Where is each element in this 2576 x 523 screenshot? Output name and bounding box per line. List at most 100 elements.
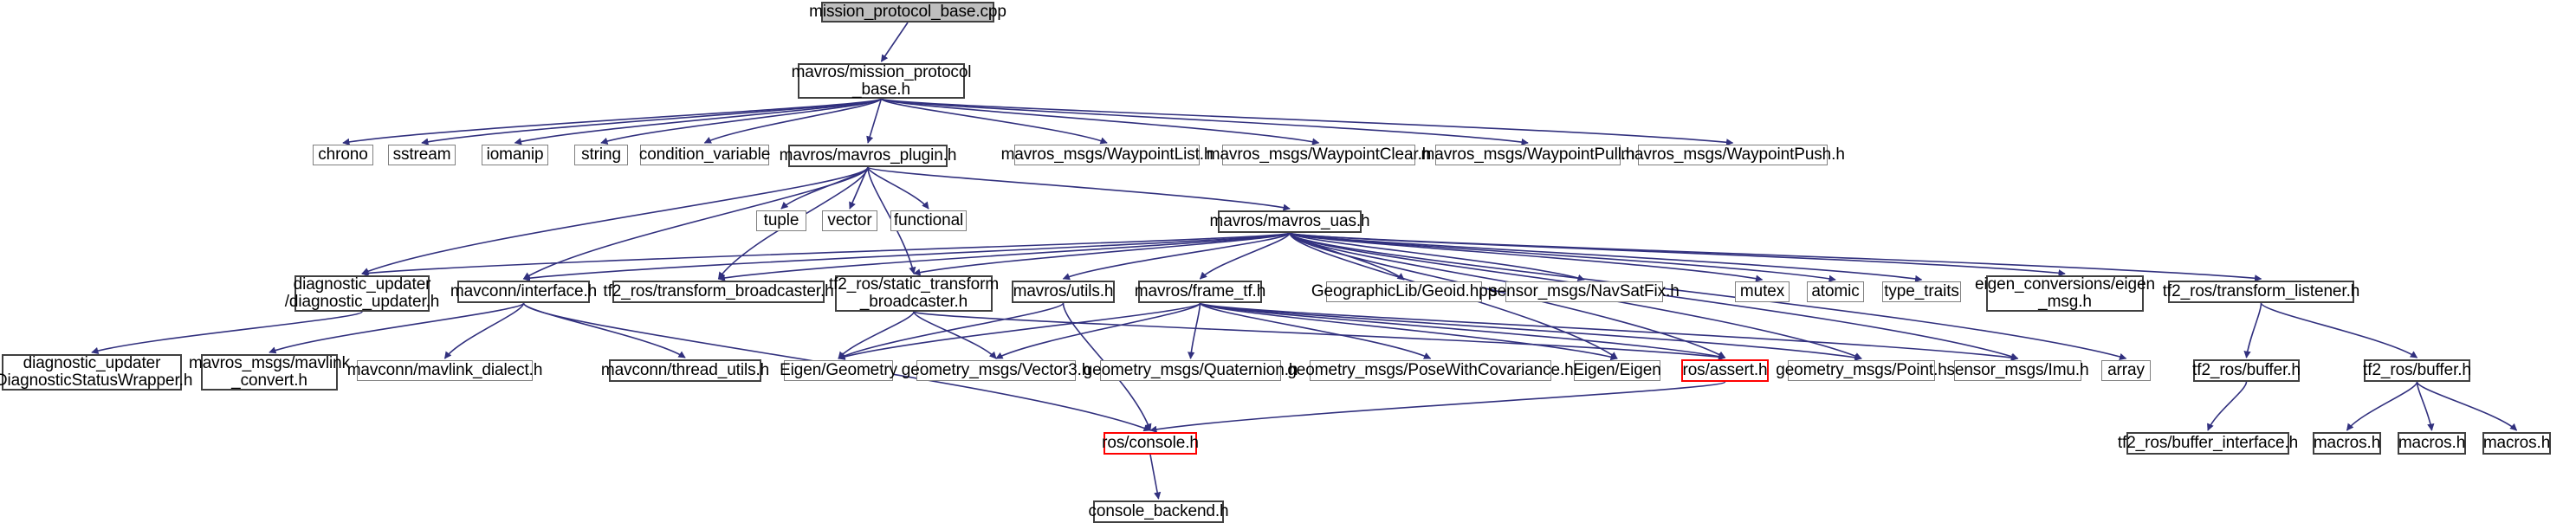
graph-edge — [880, 22, 909, 62]
graph-edge — [866, 98, 883, 144]
graph-node[interactable]: diagnostic_updater /DiagnosticStatusWrap… — [0, 354, 192, 391]
graph-node-label: tf2_ros/static_transform _broadcaster.h — [828, 275, 1000, 311]
graph-node[interactable]: vector — [822, 210, 877, 231]
graph-node-label: functional — [893, 211, 964, 229]
graph-node[interactable]: mavros_msgs/WaypointPush.h — [1621, 145, 1845, 165]
graph-node[interactable]: atomic — [1807, 281, 1864, 302]
graph-node[interactable]: sstream — [388, 145, 456, 165]
graph-node-label: tf2_ros/buffer_interface.h — [2117, 434, 2299, 452]
graph-node[interactable]: tuple — [756, 210, 806, 231]
graph-node[interactable]: eigen_conversions/eigen _msg.h — [1975, 275, 2155, 312]
graph-node[interactable]: tf2_ros/static_transform _broadcaster.h — [829, 275, 999, 312]
graph-node[interactable]: mavros_msgs/mavlink _convert.h — [189, 354, 350, 391]
graph-edge — [1289, 232, 1923, 283]
graph-node[interactable]: mavros/mavros_uas.h — [1210, 210, 1370, 233]
graph-node[interactable]: mavros/utils.h — [1012, 281, 1115, 303]
graph-node-label: GeographicLib/Geoid.hpp — [1311, 282, 1498, 300]
graph-edge — [1199, 302, 1618, 361]
graph-node[interactable]: tf2_ros/transform_broadcaster.h — [603, 281, 834, 303]
graph-node[interactable]: GeographicLib/Geoid.hpp — [1311, 281, 1497, 302]
graph-node-label: mavros_msgs/WaypointClear.h — [1206, 145, 1432, 164]
graph-edge — [1149, 381, 1726, 433]
graph-node[interactable]: mutex — [1735, 281, 1790, 302]
graph-node[interactable]: sensor_msgs/NavSatFix.h — [1489, 281, 1680, 302]
graph-node[interactable]: ros/assert.h — [1681, 359, 1769, 382]
graph-node[interactable]: type_traits — [1882, 281, 1961, 302]
graph-edge — [1289, 232, 1585, 281]
graph-edge — [2207, 381, 2248, 431]
graph-edge — [1062, 232, 1291, 281]
graph-node-label: mavros_msgs/WaypointList.h — [1000, 145, 1214, 164]
graph-edge — [867, 166, 1291, 211]
graph-node[interactable]: tf2_ros/buffer.h — [2363, 359, 2471, 382]
graph-node-label: array — [2107, 361, 2145, 379]
graph-node[interactable]: array — [2101, 360, 2151, 381]
graph-edge — [522, 302, 686, 358]
graph-node[interactable]: console_backend.h — [1088, 500, 1229, 523]
graph-node[interactable]: mavros/mavros_plugin.h — [780, 145, 956, 167]
graph-node[interactable]: Eigen/Geometry — [780, 360, 897, 381]
graph-node[interactable]: chrono — [313, 145, 373, 165]
graph-node[interactable]: mavros/frame_tf.h — [1135, 281, 1265, 303]
graph-node[interactable]: geometry_msgs/Vector3.h — [902, 360, 1091, 381]
graph-edge — [1199, 232, 1291, 280]
graph-node[interactable]: Eigen/Eigen — [1573, 360, 1661, 381]
graph-edge — [913, 311, 997, 359]
graph-node[interactable]: tf2_ros/transform_listener.h — [2163, 281, 2359, 303]
graph-node-label: mavros_msgs/WaypointPull.h — [1421, 145, 1635, 164]
graph-edge — [838, 311, 915, 359]
graph-node-label: mavconn/interface.h — [450, 282, 598, 300]
graph-node[interactable]: tf2_ros/buffer.h — [2192, 359, 2301, 382]
graph-node-label: tuple — [763, 211, 799, 229]
graph-edge — [2416, 381, 2435, 431]
graph-node-label: sstream — [392, 145, 451, 164]
graph-node[interactable]: tf2_ros/buffer_interface.h — [2118, 432, 2298, 455]
graph-node-label: sensor_msgs/Imu.h — [1946, 361, 2089, 379]
graph-node[interactable]: mavconn/interface.h — [450, 281, 597, 303]
graph-edge — [361, 166, 869, 275]
graph-node[interactable]: mavros_msgs/WaypointPull.h — [1421, 145, 1635, 165]
graph-node-label: mutex — [1739, 282, 1785, 300]
graph-node[interactable]: mavros_msgs/WaypointClear.h — [1207, 145, 1431, 165]
graph-node[interactable]: geometry_msgs/Point.h — [1776, 360, 1947, 381]
graph-node[interactable]: mavconn/thread_utils.h — [601, 359, 769, 382]
graph-node[interactable]: condition_variable — [639, 145, 770, 165]
graph-node[interactable]: mavros/mission_protocol _base.h — [792, 63, 972, 99]
graph-node[interactable]: geometry_msgs/PoseWithCovariance.h — [1287, 360, 1574, 381]
graph-node-label: type_traits — [1884, 282, 1959, 300]
graph-node-label: sensor_msgs/NavSatFix.h — [1489, 282, 1680, 300]
graph-node-label: iomanip — [486, 145, 544, 164]
graph-node-label: geometry_msgs/Point.h — [1776, 361, 1947, 379]
graph-node-label: mavros/utils.h — [1013, 282, 1114, 300]
graph-node-label: macros.h — [2398, 434, 2466, 452]
graph-node[interactable]: string — [574, 145, 628, 165]
graph-node-label: string — [581, 145, 621, 164]
graph-node[interactable]: mavconn/mavlink_dialect.h — [347, 360, 542, 381]
graph-node-label: geometry_msgs/Vector3.h — [901, 361, 1091, 379]
graph-node-label: mavros/mavros_uas.h — [1209, 212, 1370, 230]
graph-edge — [1149, 454, 1162, 500]
graph-node[interactable]: macros.h — [2313, 432, 2381, 455]
graph-node[interactable]: sensor_msgs/Imu.h — [1946, 360, 2089, 381]
graph-node-label: condition_variable — [638, 145, 771, 164]
graph-node[interactable]: diagnostic_updater /diagnostic_updater.h — [285, 275, 439, 312]
graph-edge — [867, 166, 929, 210]
graph-node[interactable]: macros.h — [2398, 432, 2466, 455]
graph-edge — [913, 311, 1726, 361]
graph-edge — [421, 98, 883, 145]
graph-edge — [600, 98, 883, 145]
graph-node-label: chrono — [318, 145, 368, 164]
graph-node[interactable]: ros/console.h — [1102, 432, 1199, 455]
graph-node[interactable]: mavros_msgs/WaypointList.h — [1001, 145, 1214, 165]
graph-node[interactable]: mission_protocol_base.cpp — [809, 2, 1006, 23]
graph-node-label: mavros_msgs/WaypointPush.h — [1621, 145, 1845, 164]
graph-node[interactable]: functional — [890, 210, 967, 231]
graph-node-label: ros/console.h — [1102, 434, 1199, 452]
graph-edge — [880, 98, 1320, 145]
graph-node-label: geometry_msgs/PoseWithCovariance.h — [1287, 361, 1574, 379]
graph-node[interactable]: macros.h — [2482, 432, 2551, 455]
graph-edge — [703, 98, 883, 144]
graph-node[interactable]: geometry_msgs/Quaternion.h — [1084, 360, 1298, 381]
edge-group — [91, 22, 2518, 500]
graph-node[interactable]: iomanip — [482, 145, 548, 165]
